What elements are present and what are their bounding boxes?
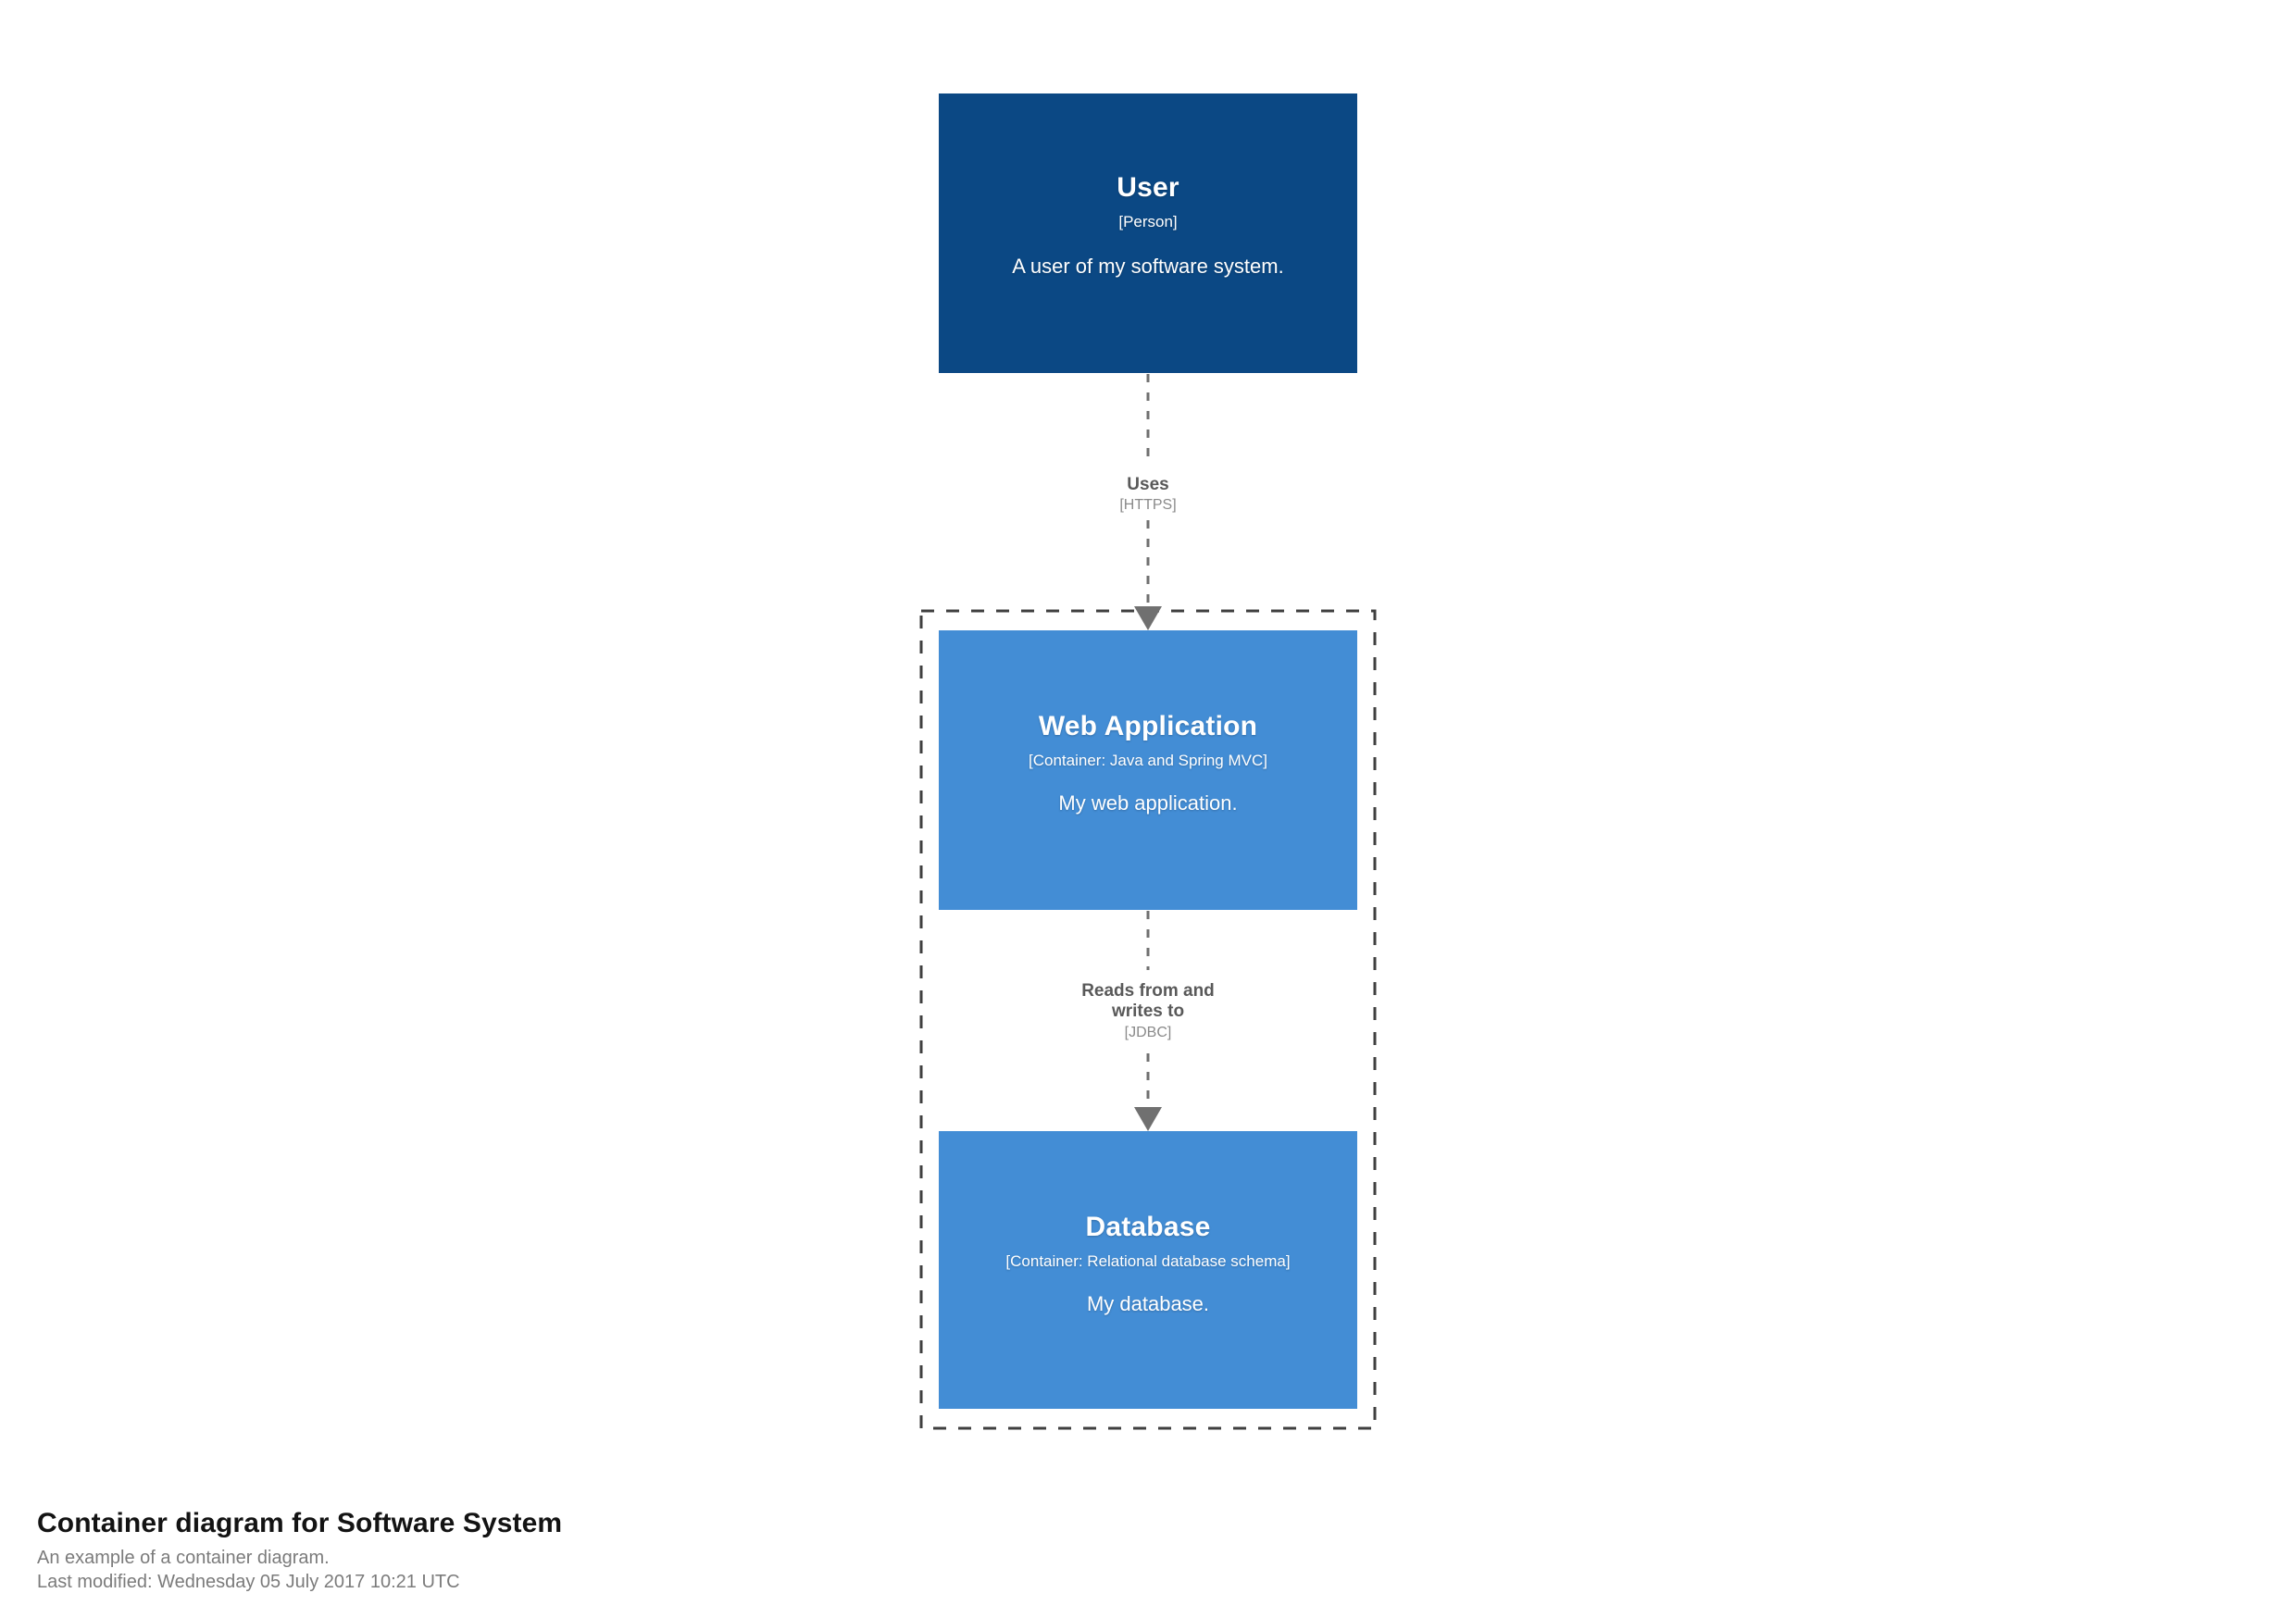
relationship-reads-writes-technology: [JDBC] <box>1124 1024 1172 1040</box>
node-web-application-meta: [Container: Java and Spring MVC] <box>1029 751 1267 769</box>
relationship-reads-writes-description-line-2: writes to <box>1111 1002 1185 1022</box>
relationship-reads-writes-arrowhead <box>1134 1107 1162 1131</box>
relationship-uses-arrowhead <box>1134 606 1162 630</box>
diagram-last-modified: Last modified: Wednesday 05 July 2017 10… <box>37 1571 460 1592</box>
node-web-application-name: Web Application <box>1038 711 1258 741</box>
node-user-name: User <box>1117 172 1179 203</box>
diagram-caption: Container diagram for Software System An… <box>37 1507 1333 1594</box>
node-database[interactable]: Database [Container: Relational database… <box>939 1131 1357 1409</box>
relationship-reads-writes-description-line-1: Reads from and <box>1081 981 1215 1001</box>
relationship-uses-description: Uses <box>1127 475 1169 494</box>
relationship-uses-technology: [HTTPS] <box>1119 497 1177 514</box>
node-database-name: Database <box>1085 1212 1211 1242</box>
node-web-application-description: My web application. <box>1058 790 1238 815</box>
relationship-reads-writes-description: Reads from and writes to <box>1009 981 1287 1023</box>
diagram-subtitle: An example of a container diagram. <box>37 1547 330 1568</box>
node-user-meta: [Person] <box>1118 212 1178 230</box>
relationship-reads-writes-label: Reads from and writes to [JDBC] <box>1009 981 1287 1042</box>
node-user-description: A user of my software system. <box>1012 254 1284 278</box>
node-database-meta: [Container: Relational database schema] <box>1005 1251 1291 1270</box>
relationship-uses-label: Uses [HTTPS] <box>1009 475 1287 515</box>
node-web-application[interactable]: Web Application [Container: Java and Spr… <box>939 630 1357 910</box>
node-user[interactable]: User [Person] A user of my software syst… <box>939 93 1357 373</box>
diagram-title: Container diagram for Software System <box>37 1508 563 1538</box>
node-database-description: My database. <box>1086 1291 1210 1315</box>
